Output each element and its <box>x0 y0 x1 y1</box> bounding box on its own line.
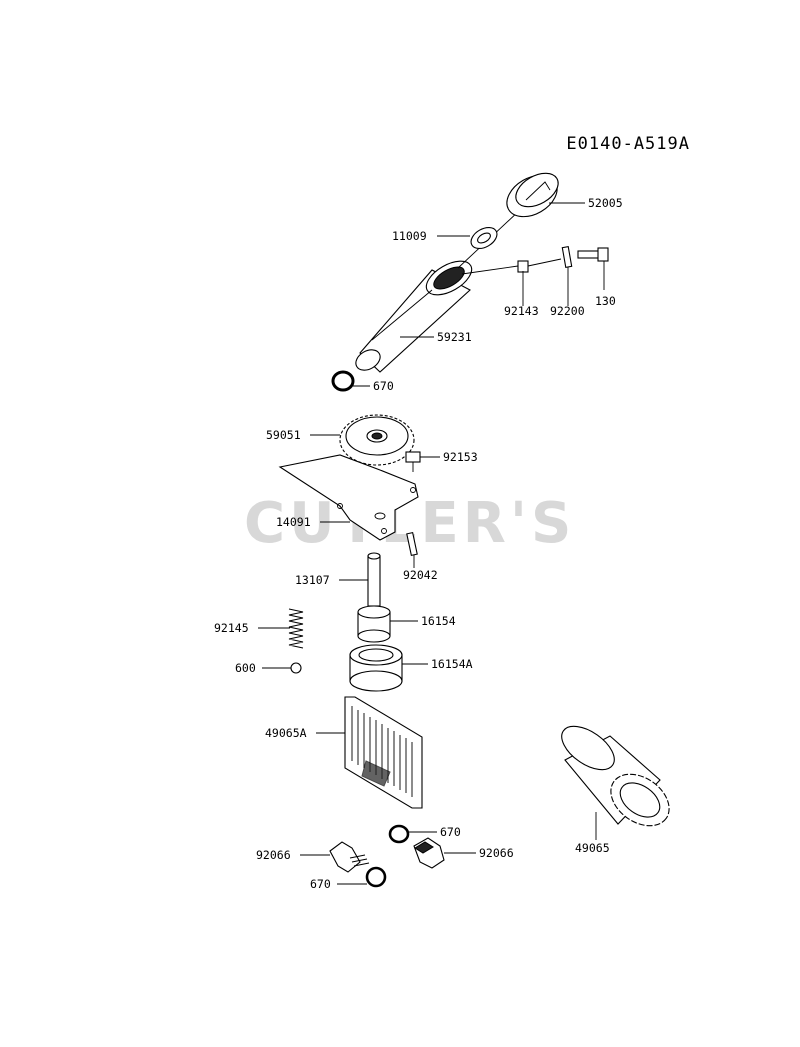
part-label-13107: 13107 <box>295 573 330 587</box>
oil-filler-tube-part <box>355 260 473 373</box>
part-label-92066-left: 92066 <box>256 848 291 862</box>
pump-shaft-part <box>367 552 381 607</box>
part-label-49065A: 49065A <box>265 726 307 740</box>
part-label-92153: 92153 <box>443 450 478 464</box>
oil-filter-part <box>561 725 670 827</box>
part-label-11009: 11009 <box>392 229 427 243</box>
part-label-16154: 16154 <box>421 614 456 628</box>
part-label-92066-right: 92066 <box>479 846 514 860</box>
part-label-670-top: 670 <box>373 379 394 393</box>
collar-part <box>461 258 562 275</box>
drain-plug-right-part <box>413 837 445 869</box>
part-label-670-bottom: 670 <box>310 877 331 891</box>
part-label-130: 130 <box>595 294 616 308</box>
ball-part <box>290 662 302 674</box>
oil-strainer-part <box>344 696 423 809</box>
part-label-52005: 52005 <box>588 196 623 210</box>
bolt-part <box>577 247 609 262</box>
dipstick-cap-part <box>457 172 559 269</box>
washer-part <box>561 245 573 269</box>
leader-lines <box>258 202 605 885</box>
gear-bolt-part <box>405 451 421 472</box>
o-ring-lower-part <box>365 866 387 888</box>
part-label-59051: 59051 <box>266 428 301 442</box>
part-label-92042: 92042 <box>403 568 438 582</box>
drain-plug-left-part <box>329 841 370 873</box>
part-label-92200: 92200 <box>550 304 585 318</box>
pin-part <box>406 531 418 557</box>
diagram-reference-code: E0140-A519A <box>566 134 690 154</box>
spring-part <box>288 608 304 649</box>
gear-part <box>339 414 415 466</box>
pump-plate-part <box>278 454 419 541</box>
inner-rotor-part <box>357 605 391 643</box>
part-label-49065: 49065 <box>575 841 610 855</box>
o-ring-upper-part <box>388 824 410 844</box>
part-label-670-middle: 670 <box>440 825 461 839</box>
part-label-92143: 92143 <box>504 304 539 318</box>
part-label-16154A: 16154A <box>431 657 473 671</box>
part-label-600: 600 <box>235 661 256 675</box>
outer-rotor-part <box>349 644 403 692</box>
part-label-59231: 59231 <box>437 330 472 344</box>
part-label-14091: 14091 <box>276 515 311 529</box>
part-label-92145: 92145 <box>214 621 249 635</box>
o-ring-part <box>331 370 355 392</box>
gasket-part <box>470 226 498 250</box>
